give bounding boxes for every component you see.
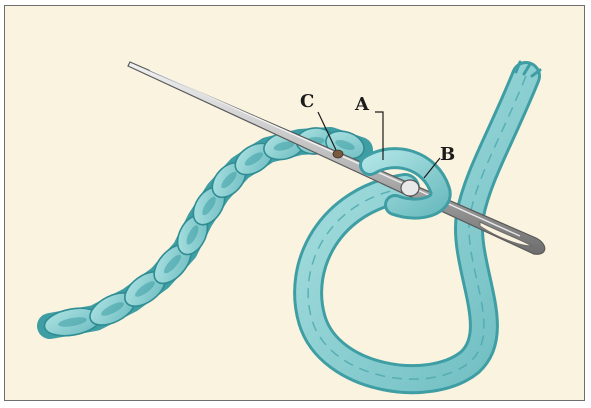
- label-a: A: [354, 94, 370, 115]
- label-b: B: [440, 144, 455, 165]
- label-c: C: [300, 91, 314, 112]
- working-thread: [308, 62, 540, 379]
